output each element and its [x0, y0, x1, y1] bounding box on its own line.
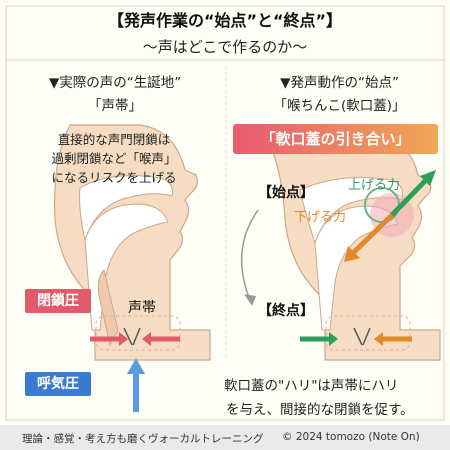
down-force-arrow [344, 213, 394, 262]
outer-frame [5, 5, 445, 421]
down-force-label: 下げる力 [294, 210, 347, 225]
left-note-line: 直接的な声門閉鎖は [57, 132, 171, 147]
diagram-title: 【発声作業の“始点”と“終点”】 [107, 11, 343, 30]
exhale-pressure-tag: 呼気圧 [25, 372, 91, 396]
closure-pressure-tag: 閉鎖圧 [25, 289, 91, 313]
right-subheading: 「喉ちんこ(軟口蓋)」 [273, 98, 406, 114]
left-note-line: 過剰閉鎖など「喉声」 [51, 151, 177, 166]
left-heading: ▼実際の声の“生誕地” [48, 75, 182, 91]
left-note-line: になるリスクを上げる [51, 170, 177, 185]
end-point-label: 【終点】 [258, 303, 314, 319]
vocal-fold-label: 声帯 [128, 300, 156, 316]
right-head-cross-section [258, 124, 441, 361]
diagram-subtitle: 〜声はどこで作るのか〜 [142, 38, 308, 56]
up-force-arrow [390, 170, 436, 217]
left-larynx-dashed-box [95, 315, 181, 351]
left-vocal-folds [123, 327, 141, 346]
right-green-arrow [300, 332, 338, 346]
soft-palate-banner [233, 124, 438, 154]
footer-bar [0, 425, 450, 450]
bottom-note-line: を与え、間接的な閉鎖を促す。 [226, 402, 414, 418]
right-vocal-folds [353, 327, 371, 346]
left-exhale-arrow [127, 358, 145, 412]
right-orange-arrow [374, 332, 412, 346]
footer-tagline: 理論・感覚・考え方も磨くヴォーカルトレーニング [22, 433, 264, 445]
start-point-label: 【始点】 [258, 185, 314, 201]
left-head-cross-section [54, 124, 211, 361]
bottom-note-line: 軟口蓋の"ハリ"は声帯にハリ [224, 378, 399, 394]
start-to-end-curve [240, 209, 259, 301]
banner-label: 「軟口蓋の引き合い」 [260, 130, 411, 148]
left-subheading: 「声帯」 [88, 98, 142, 114]
right-heading: ▼発声動作の“始点” [280, 75, 399, 91]
footer-copyright: © 2024 tomozo (Note On) [282, 431, 420, 443]
up-force-label: 上げる力 [348, 178, 401, 193]
left-closure-arrows [90, 332, 180, 346]
right-larynx-dashed-box [325, 315, 411, 351]
